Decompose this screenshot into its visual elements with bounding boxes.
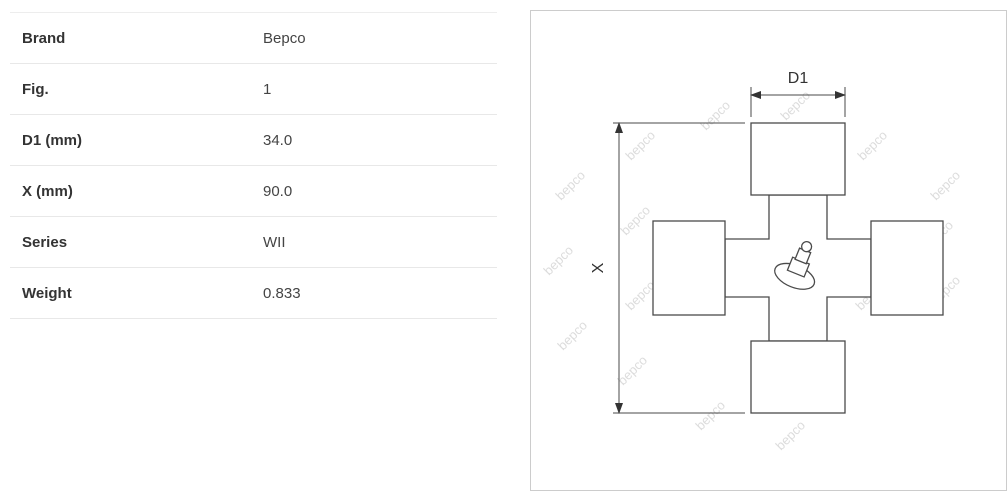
spec-value-brand: Bepco [263, 29, 306, 47]
spec-table: Brand Bepco Fig. 1 D1 (mm) 34.0 X (mm) 9… [10, 12, 497, 492]
dimension-x: X [590, 122, 745, 414]
watermark-text: bepco [618, 202, 654, 238]
bearing-cup-top [750, 122, 846, 196]
spec-label-brand: Brand [22, 29, 66, 47]
grease-fitting-icon [774, 241, 816, 290]
watermark-text: bepco [541, 242, 577, 278]
bearing-cup-bottom [750, 340, 846, 414]
watermark-text: bepco [623, 127, 659, 163]
spec-value-fig: 1 [263, 80, 272, 98]
watermark-text: bepco [773, 417, 809, 453]
spec-value-weight: 0.833 [263, 284, 301, 302]
table-row: D1 (mm) 34.0 [10, 115, 497, 166]
spec-label-x: X (mm) [22, 182, 73, 200]
bearing-cup-left [652, 220, 726, 316]
universal-joint-drawing: bepco bepco bepco bepco bepco bepco bepc… [541, 70, 964, 453]
watermark-text: bepco [778, 87, 814, 123]
drawing-panel: bepco bepco bepco bepco bepco bepco bepc… [530, 10, 1007, 491]
watermark-text: bepco [615, 352, 651, 388]
table-row: Weight 0.833 [10, 268, 497, 319]
spec-label-weight: Weight [22, 284, 72, 302]
spec-value-x: 90.0 [263, 182, 293, 200]
table-row: Fig. 1 [10, 64, 497, 115]
spec-label-series: Series [22, 233, 68, 251]
dimension-x-label: X [590, 262, 607, 273]
spec-value-series: WII [263, 233, 286, 251]
watermark-text: bepco [928, 167, 964, 203]
watermark-text: bepco [553, 167, 589, 203]
table-row: Series WII [10, 217, 497, 268]
watermark-text: bepco [855, 127, 891, 163]
watermark-text: bepco [698, 97, 734, 133]
table-row: X (mm) 90.0 [10, 166, 497, 217]
spec-label-d1: D1 (mm) [22, 131, 83, 149]
spec-value-d1: 34.0 [263, 131, 293, 149]
bearing-cup-right [870, 220, 944, 316]
watermark-text: bepco [693, 397, 729, 433]
watermark-text: bepco [555, 317, 591, 353]
dimension-d1: D1 [750, 70, 846, 117]
dimension-d1-label: D1 [788, 70, 809, 87]
spec-label-fig: Fig. [22, 80, 49, 98]
table-row: Brand Bepco [10, 13, 497, 64]
